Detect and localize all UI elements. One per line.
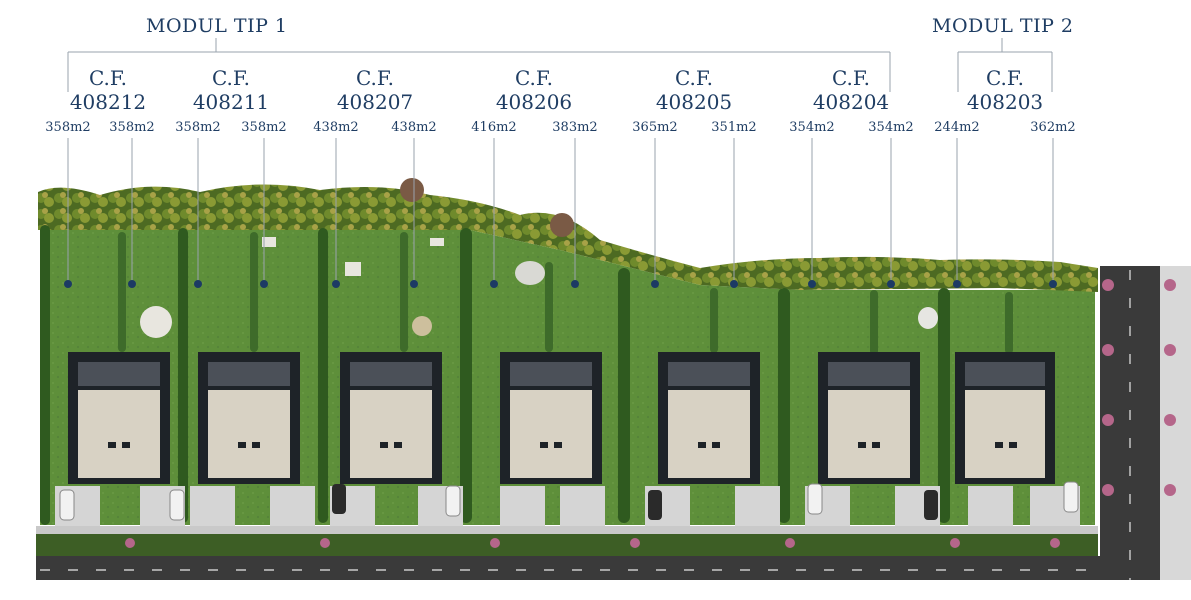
round-table (412, 316, 432, 336)
plot-marker (1049, 280, 1057, 288)
cf-prefix: C.F. (514, 66, 554, 90)
parasol (140, 306, 172, 338)
sidewalk (36, 526, 1098, 534)
area-label: 438m2 (313, 120, 359, 135)
plot-marker (730, 280, 738, 288)
plot-marker (571, 280, 579, 288)
module-brackets (67, 38, 1053, 92)
area-label: 438m2 (391, 120, 437, 135)
street (36, 556, 1106, 580)
cf-prefix: C.F. (211, 66, 251, 90)
area-label: 354m2 (789, 120, 835, 135)
cf-number: 408203 (966, 90, 1044, 114)
plot-marker (651, 280, 659, 288)
area-label: 358m2 (241, 120, 287, 135)
lot-408212-cf: C.F. 408212 (58, 66, 158, 114)
cf-prefix: C.F. (355, 66, 395, 90)
area-label: 383m2 (552, 120, 598, 135)
plot-marker (808, 280, 816, 288)
module-2-label: MODUL TIP 2 (932, 15, 1074, 37)
garden-rock (515, 261, 545, 285)
back-treeline (38, 184, 1098, 292)
lot-408203-cf: C.F. 408203 (955, 66, 1055, 114)
cars (59, 481, 1079, 521)
cf-number: 408211 (192, 90, 270, 114)
plot-marker (194, 280, 202, 288)
cf-prefix: C.F. (985, 66, 1025, 90)
front-hedge (36, 534, 1098, 556)
plot-marker (332, 280, 340, 288)
plot-marker (260, 280, 268, 288)
lot-408205-cf: C.F. 408205 (644, 66, 744, 114)
hedge-rows (40, 225, 1013, 525)
area-label: 358m2 (45, 120, 91, 135)
plot-marker (490, 280, 498, 288)
cf-number: 408205 (655, 90, 733, 114)
plot-marker (410, 280, 418, 288)
area-label: 354m2 (868, 120, 914, 135)
lot-408207-cf: C.F. 408207 (325, 66, 425, 114)
houses (68, 352, 1055, 484)
plot-marker (64, 280, 72, 288)
area-label: 244m2 (934, 120, 980, 135)
cf-prefix: C.F. (674, 66, 714, 90)
cf-prefix: C.F. (831, 66, 871, 90)
area-label: 351m2 (711, 120, 757, 135)
plot-marker (953, 280, 961, 288)
cf-number: 408206 (495, 90, 573, 114)
lot-408204-cf: C.F. 408204 (801, 66, 901, 114)
cf-number: 408212 (69, 90, 147, 114)
lot-408211-cf: C.F. 408211 (181, 66, 281, 114)
cf-number: 408207 (336, 90, 414, 114)
plot-marker (128, 280, 136, 288)
garden-rock (918, 307, 938, 329)
area-label: 416m2 (471, 120, 517, 135)
area-label: 358m2 (109, 120, 155, 135)
plot-markers (64, 280, 1057, 288)
area-label: 358m2 (175, 120, 221, 135)
plot-marker (887, 280, 895, 288)
area-label: 362m2 (1030, 120, 1076, 135)
cf-number: 408204 (812, 90, 890, 114)
cf-prefix: C.F. (88, 66, 128, 90)
leader-lines (67, 138, 1054, 283)
module-1-label: MODUL TIP 1 (146, 15, 288, 37)
area-label: 365m2 (632, 120, 678, 135)
lot-408206-cf: C.F. 408206 (484, 66, 584, 114)
